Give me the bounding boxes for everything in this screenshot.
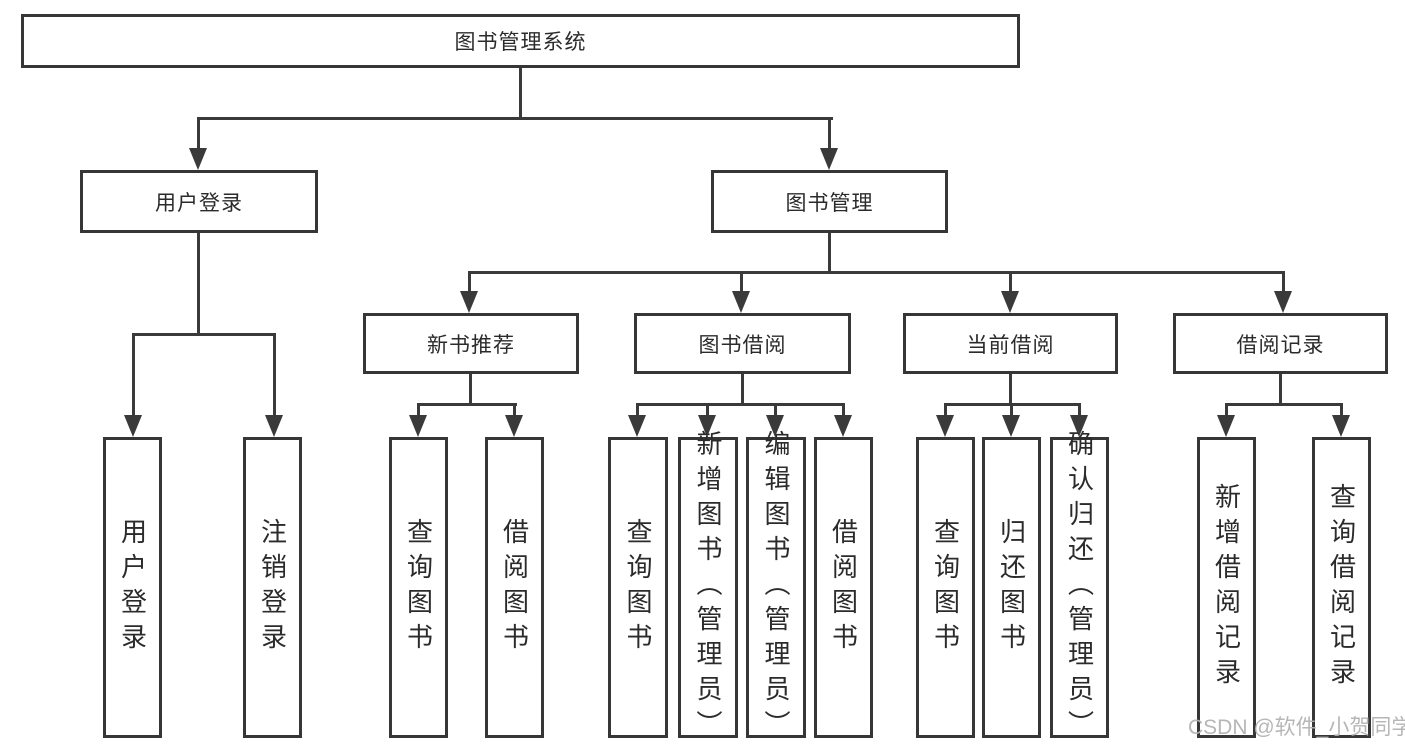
arrow-down-icon (820, 148, 838, 170)
connector-line (636, 403, 845, 406)
connector-line (1009, 271, 1012, 293)
arrow-down-icon (628, 415, 646, 437)
leaf-add-books-admin: 新增图书（管理员） (678, 430, 738, 745)
connector-line (1225, 403, 1228, 417)
leaf-logout: 注销登录 (243, 437, 302, 738)
connector-line (468, 271, 471, 293)
connector-line (132, 333, 276, 336)
node-book-management: 图书管理 (711, 170, 948, 233)
connector-line (636, 403, 639, 417)
connector-line (197, 117, 200, 148)
node-label: 归还图书 (996, 517, 1027, 658)
leaf-return-books: 归还图书 (982, 437, 1041, 738)
node-label: 查询图书 (930, 517, 961, 658)
node-label: 编辑图书（管理员） (761, 430, 791, 745)
connector-line (417, 403, 420, 417)
connector-line (132, 333, 135, 415)
arrow-down-icon (1001, 291, 1019, 313)
node-label: 用户登录 (155, 191, 243, 215)
connector-line (774, 403, 777, 417)
connector-line (1279, 374, 1282, 405)
node-label: 借阅记录 (1236, 333, 1325, 357)
node-label: 借阅图书 (499, 517, 530, 658)
node-label: 查询图书 (403, 517, 434, 658)
leaf-add-borrow-record: 新增借阅记录 (1197, 437, 1256, 738)
connector-line (468, 271, 1285, 274)
arrow-down-icon (409, 415, 427, 437)
node-label: 新书推荐 (427, 333, 515, 357)
arrow-down-icon (1002, 415, 1020, 437)
connector-line (1010, 403, 1013, 417)
arrow-down-icon (1332, 415, 1350, 437)
node-borrow-records: 借阅记录 (1173, 313, 1388, 374)
node-label: 图书管理系统 (454, 31, 587, 54)
node-label: 当前借阅 (966, 333, 1055, 357)
arrow-down-icon (189, 148, 207, 170)
node-label: 新增图书（管理员） (693, 430, 723, 745)
node-label: 注销登录 (257, 517, 288, 658)
connector-line (469, 374, 472, 405)
arrow-down-icon (698, 415, 716, 437)
connector-line (828, 233, 831, 274)
node-label: 用户登录 (117, 517, 148, 658)
node-label: 图书管理 (785, 191, 874, 215)
node-label: 新增借阅记录 (1211, 482, 1242, 693)
leaf-query-borrow-record: 查询借阅记录 (1312, 437, 1371, 738)
arrow-down-icon (1217, 415, 1235, 437)
connector-line (417, 403, 517, 406)
arrow-down-icon (936, 415, 954, 437)
leaf-borrow-books-recommend: 借阅图书 (485, 437, 544, 738)
node-label: 借阅图书 (828, 517, 859, 658)
connector-line (1340, 403, 1343, 417)
node-label: 查询借阅记录 (1326, 482, 1357, 693)
connector-line (1282, 271, 1285, 293)
connector-line (197, 233, 200, 336)
leaf-edit-books-admin: 编辑图书（管理员） (746, 430, 806, 745)
arrow-down-icon (766, 415, 784, 437)
leaf-query-books-borrowing: 查询图书 (608, 437, 668, 738)
connector-line (706, 403, 709, 417)
leaf-query-books-recommend: 查询图书 (389, 437, 448, 738)
arrow-down-icon (1274, 291, 1292, 313)
connector-line (273, 333, 276, 415)
connector-line (1078, 403, 1081, 417)
leaf-confirm-return-admin: 确认归还（管理员） (1050, 430, 1109, 745)
leaf-user-login: 用户登录 (103, 437, 162, 738)
connector-line (842, 403, 845, 417)
connector-line (1009, 374, 1012, 405)
node-book-borrowing: 图书借阅 (634, 313, 851, 374)
node-new-book-recommendation: 新书推荐 (363, 313, 579, 374)
arrow-down-icon (732, 291, 750, 313)
leaf-borrow-books: 借阅图书 (814, 437, 873, 738)
connector-line (740, 271, 743, 293)
node-library-management-system: 图书管理系统 (21, 14, 1020, 68)
arrow-down-icon (460, 291, 478, 313)
arrow-down-icon (265, 415, 283, 437)
node-label: 查询图书 (623, 517, 653, 658)
node-label: 确认归还（管理员） (1064, 430, 1095, 745)
arrow-down-icon (1070, 415, 1088, 437)
node-current-borrowing: 当前借阅 (903, 313, 1118, 374)
connector-line (944, 403, 947, 417)
node-label: 图书借阅 (698, 333, 787, 357)
connector-line (513, 403, 516, 417)
arrow-down-icon (505, 415, 523, 437)
connector-line (1225, 403, 1342, 406)
connector-line (828, 117, 831, 148)
node-user-login: 用户登录 (80, 170, 318, 233)
arrow-down-icon (834, 415, 852, 437)
arrow-down-icon (124, 415, 142, 437)
connector-line (741, 374, 744, 405)
csdn-watermark: CSDN @软件_小贺同学 (1188, 716, 1405, 739)
connector-line (519, 68, 522, 120)
connector-line (197, 117, 833, 120)
leaf-query-books-current: 查询图书 (916, 437, 975, 738)
